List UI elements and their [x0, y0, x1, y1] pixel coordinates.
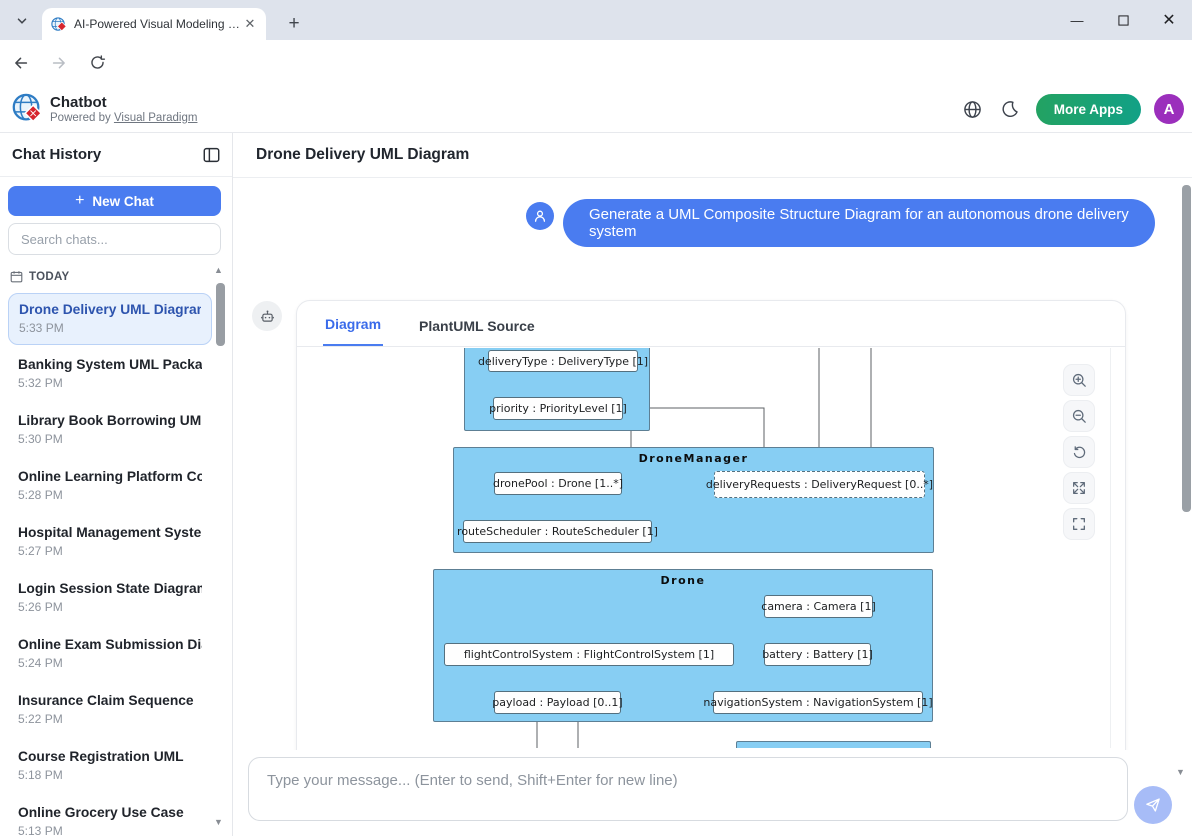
message-input[interactable]: [248, 757, 1128, 821]
uml-part: priority : PriorityLevel [1]: [489, 397, 627, 420]
chat-item[interactable]: Online Learning Platform Co... 5:28 PM: [18, 469, 202, 502]
calendar-icon: [10, 271, 23, 283]
user-message-avatar: [526, 202, 554, 230]
uml-part: routeScheduler : RouteScheduler [1]: [457, 520, 658, 543]
zoom-in-icon: [1072, 373, 1086, 387]
back-button[interactable]: [4, 46, 38, 80]
uml-part: navigationSystem : NavigationSystem [1]: [703, 691, 933, 714]
chat-history-title: Chat History: [12, 146, 102, 163]
chat-item[interactable]: Login Session State Diagram 5:26 PM: [18, 581, 202, 614]
robot-icon: [260, 310, 274, 322]
window-minimize-button[interactable]: —: [1070, 12, 1084, 28]
forward-arrow-icon: [52, 57, 65, 68]
diagram-tabs: Diagram PlantUML Source: [297, 301, 1125, 347]
chevron-down-icon: [17, 18, 27, 24]
uml-box-delivery-route: DeliveryRoute: [736, 741, 931, 748]
maximize-icon: [1117, 14, 1129, 26]
chat-item[interactable]: Online Exam Submission Dia... 5:24 PM: [18, 637, 202, 670]
visual-paradigm-favicon: [51, 16, 67, 31]
chat-item[interactable]: Drone Delivery UML Diagram 5:33 PM: [8, 293, 212, 345]
conversation-title-bar: Drone Delivery UML Diagram: [233, 133, 1192, 178]
chat-messages-area: Generate a UML Composite Structure Diagr…: [233, 178, 1192, 750]
send-plane-icon: [1146, 798, 1160, 812]
chat-item[interactable]: Library Book Borrowing UML 5:30 PM: [18, 413, 202, 446]
new-chat-button[interactable]: +New Chat: [8, 186, 221, 216]
browser-tab-strip: AI-Powered Visual Modeling Ch ✕ + — ✕: [0, 0, 1192, 40]
zoom-in-button[interactable]: [1063, 364, 1095, 396]
user-message-bubble: Generate a UML Composite Structure Diagr…: [563, 199, 1155, 247]
reset-zoom-button[interactable]: [1063, 436, 1095, 468]
chat-item[interactable]: Hospital Management Syste... 5:27 PM: [18, 525, 202, 558]
person-icon: [534, 210, 546, 222]
chat-item[interactable]: Banking System UML Packag... 5:32 PM: [18, 357, 202, 390]
reload-icon: [90, 55, 105, 69]
powered-by: Powered by Visual Paradigm: [50, 112, 198, 124]
chat-item[interactable]: Online Grocery Use Case 5:13 PM: [18, 805, 184, 836]
language-globe-icon[interactable]: [956, 92, 990, 126]
uml-part: deliveryType : DeliveryType [1]: [478, 350, 648, 372]
chat-scroll-down-arrow[interactable]: ▼: [1176, 767, 1185, 777]
fullscreen-corners-icon: [1073, 518, 1085, 530]
fullscreen-button[interactable]: [1063, 508, 1095, 540]
forward-button[interactable]: [42, 46, 76, 80]
uml-part: camera : Camera [1]: [761, 595, 876, 618]
tab-list-chevron-button[interactable]: [8, 9, 36, 33]
more-apps-button[interactable]: More Apps: [1035, 93, 1141, 125]
uml-part: deliveryRequests : DeliveryRequest [0..*…: [706, 471, 933, 498]
app-title: Chatbot: [50, 94, 107, 111]
sidebar: Chat History +New Chat TODAY Drone Deliv…: [0, 133, 232, 836]
tab-title: AI-Powered Visual Modeling Ch: [74, 17, 242, 31]
zoom-out-button[interactable]: [1063, 400, 1095, 432]
collapse-panel-icon[interactable]: [203, 147, 220, 163]
user-avatar[interactable]: A: [1154, 94, 1184, 124]
page-title: Drone Delivery UML Diagram: [256, 146, 470, 163]
uml-diagram-canvas[interactable]: deliveryType : DeliveryType [1] priority…: [307, 348, 1111, 748]
uml-part: payload : Payload [0..1]: [492, 691, 623, 714]
new-tab-button[interactable]: +: [288, 13, 300, 34]
expand-button[interactable]: [1063, 472, 1095, 504]
app-header: [0, 85, 1192, 133]
window-close-button[interactable]: ✕: [1162, 12, 1176, 29]
chat-item[interactable]: Insurance Claim Sequence 5:22 PM: [18, 693, 194, 726]
expand-arrows-icon: [1073, 482, 1085, 494]
sidebar-scroll-down-arrow[interactable]: ▼: [214, 817, 223, 827]
send-button[interactable]: [1134, 786, 1172, 824]
browser-tab[interactable]: AI-Powered Visual Modeling Ch ✕: [42, 8, 266, 40]
plus-icon: +: [75, 192, 85, 209]
dark-mode-moon-icon[interactable]: [993, 92, 1027, 126]
zoom-out-icon: [1072, 409, 1086, 423]
chat-scrollbar-thumb[interactable]: [1182, 185, 1191, 512]
visual-paradigm-link[interactable]: Visual Paradigm: [113, 112, 198, 124]
bot-avatar: [252, 301, 282, 331]
reload-button[interactable]: [80, 46, 114, 80]
visual-paradigm-logo: [12, 93, 43, 123]
uml-part: dronePool : Drone [1..*]: [493, 472, 623, 495]
reset-icon: [1073, 445, 1085, 458]
uml-part: flightControlSystem : FlightControlSyste…: [444, 643, 734, 666]
tab-plantuml-source[interactable]: PlantUML Source: [419, 318, 535, 334]
diagram-response-card: Diagram PlantUML Source: [296, 300, 1126, 750]
message-input-bar: [233, 750, 1192, 836]
back-arrow-icon: [15, 57, 28, 68]
sidebar-divider: [232, 133, 233, 836]
section-today-label: TODAY: [29, 270, 70, 283]
sidebar-scrollbar-thumb[interactable]: [216, 283, 225, 346]
window-maximize-button[interactable]: [1100, 0, 1146, 40]
tab-diagram[interactable]: Diagram: [323, 306, 384, 346]
uml-part: battery : Battery [1]: [762, 643, 873, 666]
browser-toolbar: ai-toolbox.visual-paradigm.com/app/chatb…: [0, 40, 1192, 119]
chat-item[interactable]: Course Registration UML 5:18 PM: [18, 749, 184, 782]
tab-close-icon[interactable]: ✕: [244, 16, 256, 31]
sidebar-scroll-up-arrow[interactable]: ▲: [214, 265, 223, 275]
search-chats-input[interactable]: [8, 223, 221, 255]
